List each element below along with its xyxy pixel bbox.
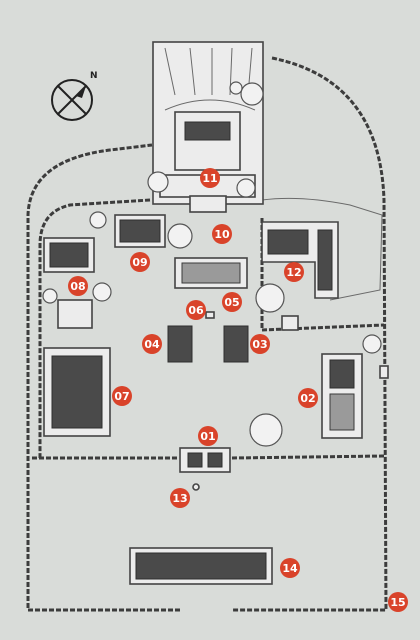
marker-14[interactable]: 14	[280, 558, 300, 578]
marker-circle	[212, 224, 232, 244]
tree	[255, 283, 285, 313]
marker-label: 10	[214, 228, 230, 241]
marker-09[interactable]: 09	[130, 252, 150, 272]
marker-03[interactable]: 03	[250, 334, 270, 354]
marker-circle	[280, 558, 300, 578]
east-gate	[379, 365, 389, 379]
marker-label: 08	[70, 280, 85, 293]
marker-label: 07	[114, 390, 129, 403]
marker-label: 05	[224, 296, 239, 309]
building-03	[223, 325, 249, 363]
tree	[167, 223, 193, 249]
marker-13[interactable]: 13	[170, 488, 190, 508]
marker-circle	[250, 334, 270, 354]
marker-circle	[388, 592, 408, 612]
building-04	[167, 325, 193, 363]
marker-circle	[222, 292, 242, 312]
trees	[42, 81, 382, 447]
building-12-roof-b	[317, 229, 333, 291]
courtyard-wall	[32, 454, 385, 460]
marker-circle	[298, 388, 318, 408]
building-09-roof	[119, 219, 161, 243]
gatehouse	[281, 315, 299, 331]
temple-gate	[189, 195, 227, 213]
marker-circle	[68, 276, 88, 296]
outer-wall	[26, 56, 388, 612]
north-arrow-compass-icon: N	[51, 71, 98, 121]
marker-label: 09	[132, 256, 147, 269]
marker-08[interactable]: 08	[68, 276, 88, 296]
marker-label: 03	[252, 338, 267, 351]
tree	[92, 282, 112, 302]
pavilion-08	[57, 299, 93, 329]
temple-arc	[164, 99, 256, 111]
marker-06[interactable]: 06	[186, 300, 206, 320]
marker-label: 01	[200, 430, 215, 443]
stele-13	[192, 483, 200, 491]
temple-hall	[174, 111, 241, 171]
marker-circle	[170, 488, 190, 508]
building-08-roof	[49, 242, 89, 268]
hall-05-roof	[181, 262, 241, 284]
marker-04[interactable]: 04	[142, 334, 162, 354]
marker-label: 04	[144, 338, 160, 351]
marker-circle	[142, 334, 162, 354]
building-02-roof	[329, 359, 355, 389]
marker-label: 12	[286, 266, 301, 279]
tree	[236, 178, 256, 198]
map-markers: 01 02 03 04 05 06 07 08 09 10 11 12 13 14 15	[68, 168, 408, 612]
marker-circle	[130, 252, 150, 272]
building-07-roof	[51, 355, 103, 429]
marker-12[interactable]: 12	[284, 262, 304, 282]
marker-label: 06	[188, 304, 204, 317]
marker-circle	[200, 168, 220, 188]
building-12-roof-a	[267, 229, 309, 255]
marker-10[interactable]: 10	[212, 224, 232, 244]
terrain-contour	[261, 197, 383, 301]
tree	[147, 171, 169, 193]
marker-label: 02	[300, 392, 315, 405]
tree	[362, 334, 382, 354]
marker-label: 15	[390, 596, 405, 609]
gate-01-right	[207, 452, 223, 468]
tree	[249, 413, 283, 447]
marker-circle	[198, 426, 218, 446]
marker-15[interactable]: 15	[388, 592, 408, 612]
marker-05[interactable]: 05	[222, 292, 242, 312]
marker-label: 14	[282, 562, 298, 575]
marker-stone-06	[205, 311, 215, 319]
marker-circle	[284, 262, 304, 282]
marker-label: 11	[202, 172, 217, 185]
marker-07[interactable]: 07	[112, 386, 132, 406]
tree	[229, 81, 243, 95]
building-14-roof	[135, 552, 267, 580]
tree	[42, 288, 58, 304]
marker-11[interactable]: 11	[200, 168, 220, 188]
tree	[89, 211, 107, 229]
marker-circle	[186, 300, 206, 320]
gate-01-left	[187, 452, 203, 468]
marker-01[interactable]: 01	[198, 426, 218, 446]
marker-02[interactable]: 02	[298, 388, 318, 408]
compass-north-label: N	[90, 71, 98, 81]
tree	[240, 82, 264, 106]
building-02-hall	[329, 393, 355, 431]
temple-hall-roof	[184, 121, 231, 141]
marker-circle	[112, 386, 132, 406]
pillars	[164, 47, 253, 96]
marker-label: 13	[172, 492, 187, 505]
